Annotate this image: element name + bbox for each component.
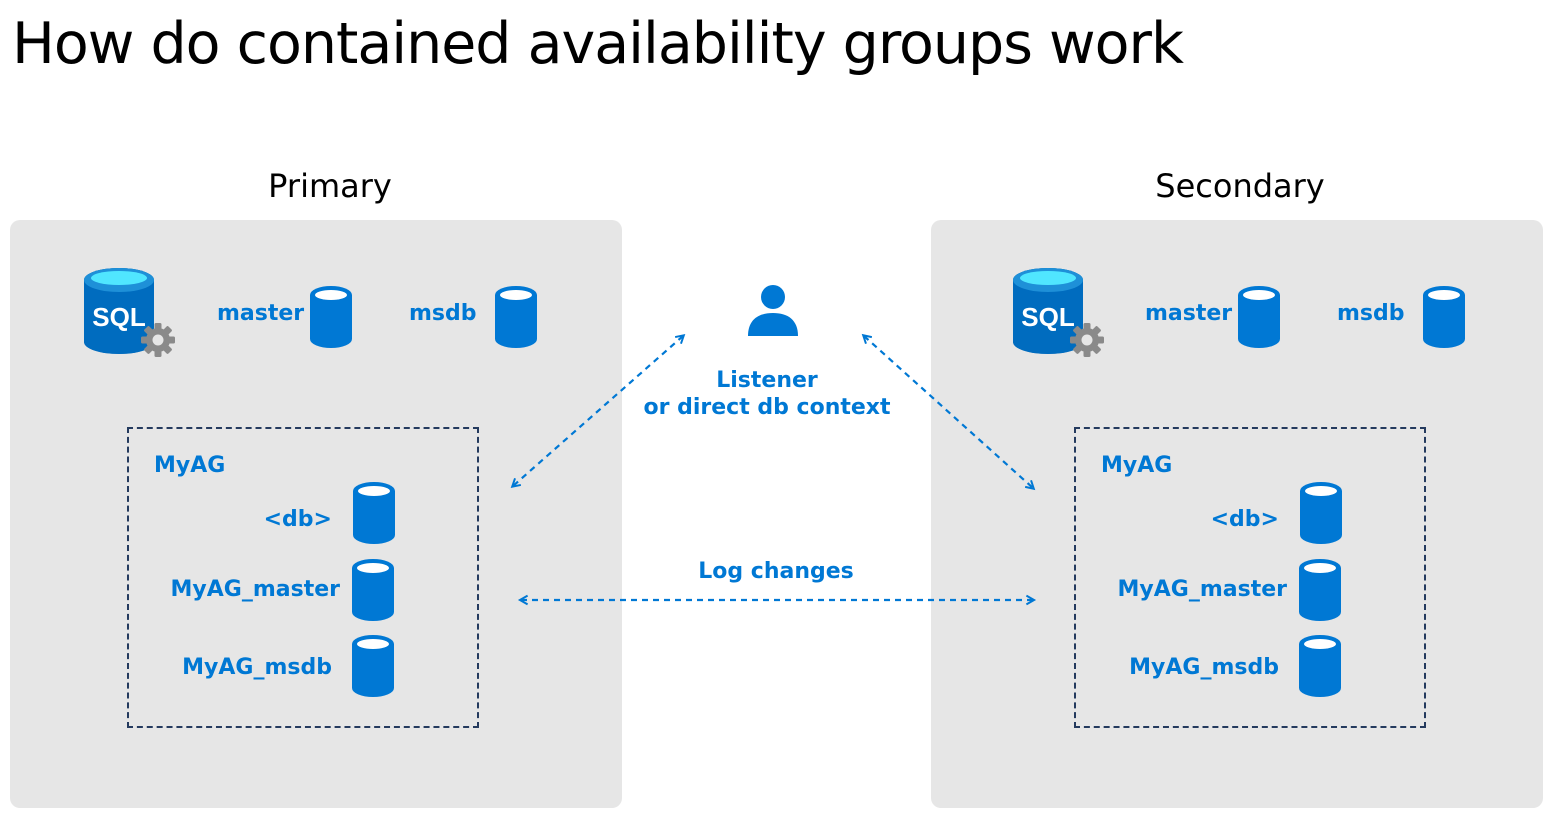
ag-db-label: <db> <box>263 507 332 532</box>
master-db-label: master <box>217 301 305 326</box>
msdb-db-label: msdb <box>1337 301 1405 326</box>
ag-msdb-db-label: MyAG_msdb <box>182 655 332 680</box>
ag-msdb-db-icon <box>1299 635 1341 697</box>
ag-db-icon <box>353 482 395 544</box>
ag-master-db-icon <box>352 559 394 621</box>
log-changes-label: Log changes <box>698 559 854 584</box>
secondary-heading: Secondary <box>1155 167 1325 205</box>
ag-name-label: MyAG <box>154 453 226 478</box>
msdb-db-icon <box>1423 286 1465 348</box>
gear-icon <box>141 323 175 357</box>
ag-master-db-label: MyAG_master <box>1117 577 1287 602</box>
gear-icon <box>1070 323 1104 357</box>
svg-text:SQL: SQL <box>1021 302 1075 332</box>
msdb-db-label: msdb <box>409 301 477 326</box>
page-title: How do contained availability groups wor… <box>12 11 1184 77</box>
sql-server-icon: SQL <box>84 268 175 357</box>
ag-master-db-icon <box>1299 559 1341 621</box>
master-db-icon <box>1238 286 1280 348</box>
ag-name-label: MyAG <box>1101 453 1173 478</box>
listener-sublabel: or direct db context <box>643 395 891 420</box>
master-db-label: master <box>1145 301 1233 326</box>
availability-group-box <box>127 427 479 728</box>
svg-text:SQL: SQL <box>92 302 146 332</box>
secondary-panel: SQL master msdb MyAG <db> MyAG_master My… <box>931 220 1543 808</box>
master-db-icon <box>310 286 352 348</box>
primary-panel: SQL master msdb MyAG <db> MyAG_master My… <box>10 220 622 808</box>
ag-msdb-db-label: MyAG_msdb <box>1129 655 1279 680</box>
ag-msdb-db-icon <box>352 635 394 697</box>
primary-heading: Primary <box>268 167 392 205</box>
ag-db-icon <box>1300 482 1342 544</box>
sql-server-icon: SQL <box>1013 268 1104 357</box>
user-icon <box>748 285 798 336</box>
ag-master-db-label: MyAG_master <box>170 577 340 602</box>
ag-db-label: <db> <box>1210 507 1279 532</box>
availability-group-box <box>1074 427 1426 728</box>
msdb-db-icon <box>495 286 537 348</box>
listener-label: Listener <box>716 368 818 393</box>
